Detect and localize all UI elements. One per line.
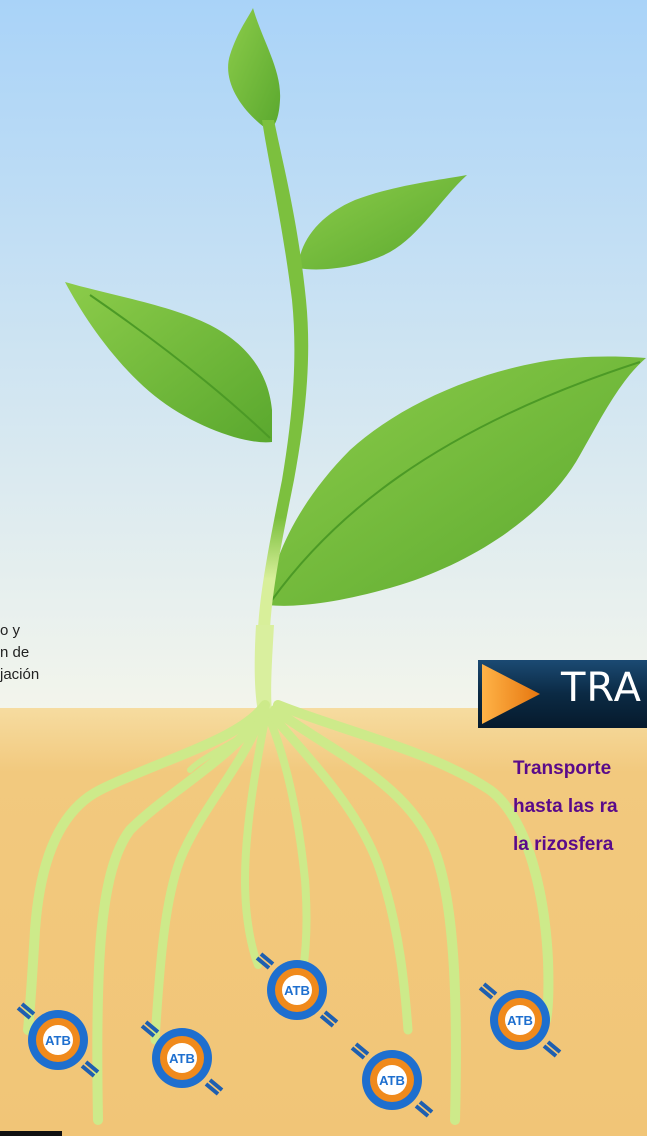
description-line-2: hasta las ra	[513, 796, 618, 817]
badge-label: ATB	[284, 983, 310, 998]
left-text-block: o y n de jación	[0, 620, 39, 686]
banner-title: TRA	[561, 665, 642, 711]
left-text-line-2: n de	[0, 644, 30, 661]
play-arrow-icon	[482, 664, 540, 724]
badge-label: ATB	[45, 1033, 71, 1048]
root-badge-5: ATB	[478, 982, 562, 1058]
description-line-1: Transporte	[513, 758, 612, 779]
root-badge-1: ATB	[16, 1002, 100, 1078]
section-banner: TRA	[478, 660, 647, 728]
plant-roots	[23, 700, 554, 1125]
badge-label: ATB	[169, 1051, 195, 1066]
left-text-line-3: jación	[0, 666, 40, 683]
left-text-line-1: o y	[0, 622, 21, 639]
root-badge-group: ATB ATB ATB ATB ATB	[16, 952, 562, 1118]
plant-leaves	[65, 8, 646, 606]
badge-label: ATB	[507, 1013, 533, 1028]
banner-background	[478, 660, 647, 728]
badge-label: ATB	[379, 1073, 405, 1088]
root-badge-3: ATB	[255, 952, 339, 1028]
description-line-3: la rizosfera	[513, 834, 614, 855]
bottom-bar	[0, 1131, 62, 1136]
plant-stem	[258, 120, 309, 630]
root-badge-4: ATB	[350, 1042, 434, 1118]
sky-background	[0, 0, 647, 710]
root-badge-2: ATB	[140, 1020, 224, 1096]
description-text: Transporte hasta las ra la rizosfera	[513, 750, 618, 864]
